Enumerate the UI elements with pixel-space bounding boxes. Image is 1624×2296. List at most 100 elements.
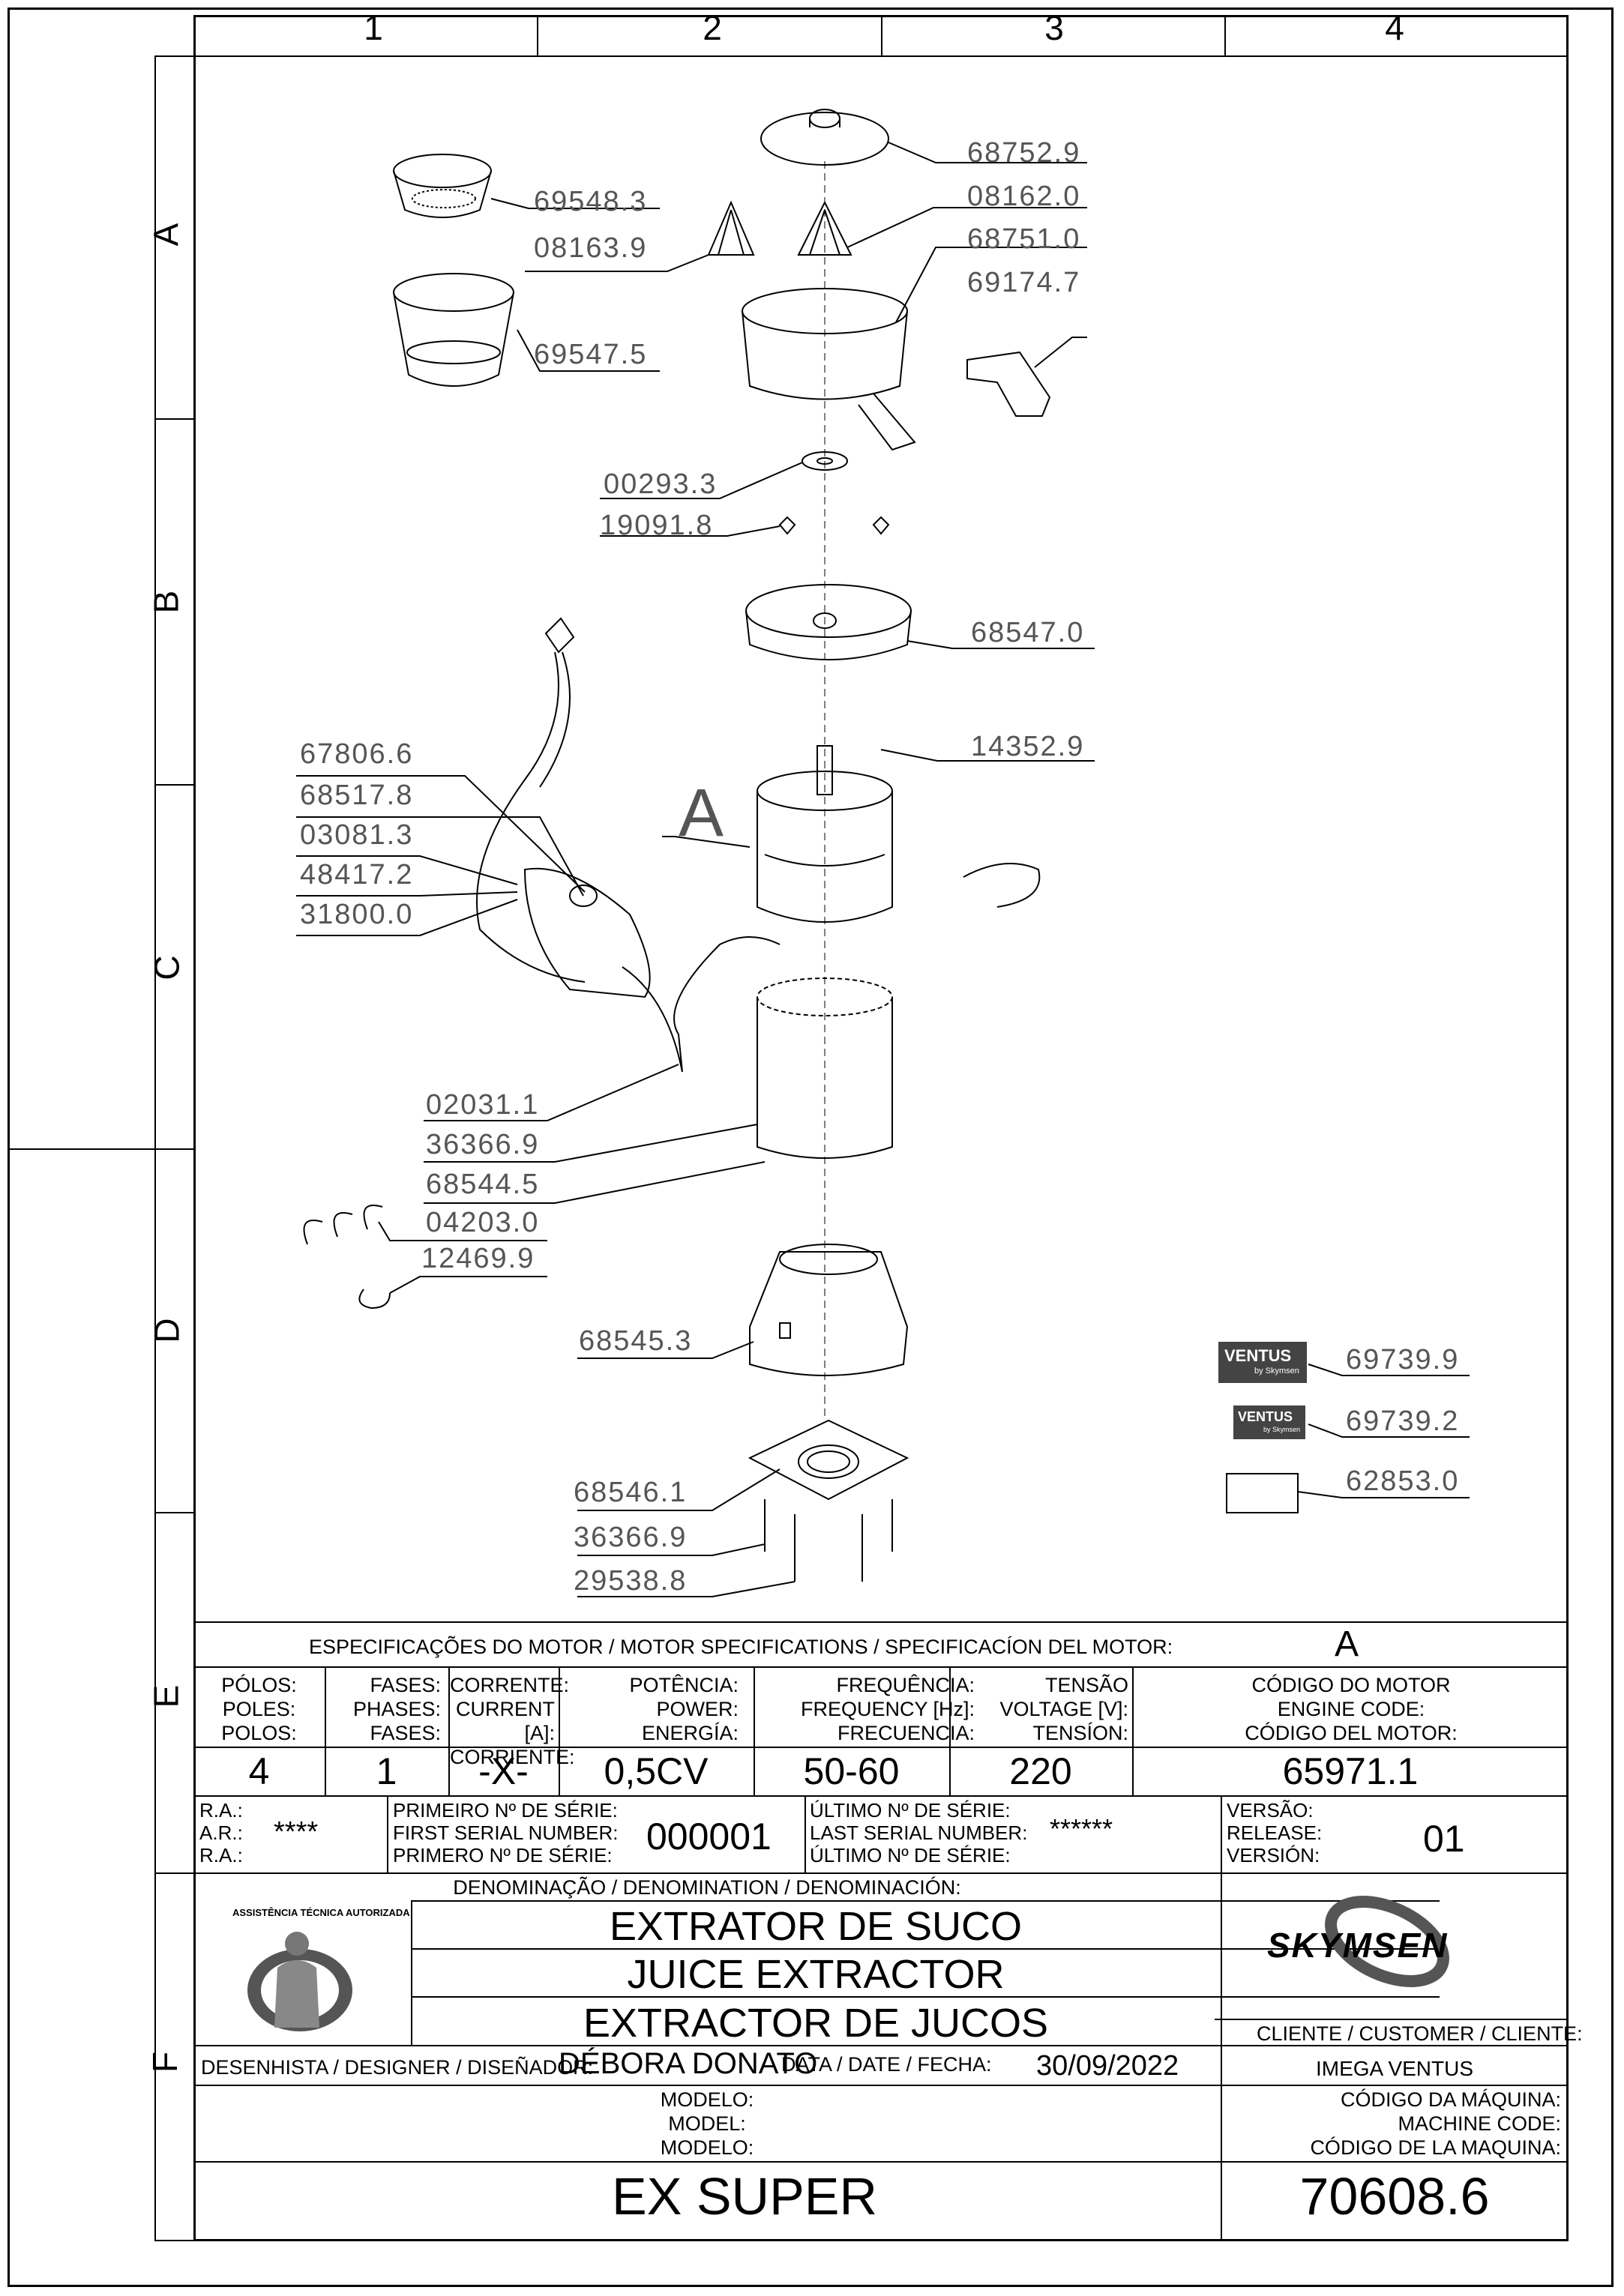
tray-part (745, 584, 912, 638)
logo-text: SKYMSEN (1267, 1926, 1449, 1965)
part-number: 68752.9 (967, 137, 1081, 169)
phases-label: FASES: PHASES: FASES: (325, 1673, 441, 1745)
column-label-2: 2 (703, 8, 722, 47)
poles-value: 4 (248, 1750, 270, 1792)
label-line: A.R.: (199, 1822, 243, 1844)
part-number: 68545.3 (579, 1325, 693, 1357)
label-line: MODEL: (668, 2112, 746, 2135)
label-line: FREQUÊNCIA: (836, 1674, 975, 1696)
part-number: 04203.0 (426, 1207, 540, 1238)
frequency-label: FREQUÊNCIA: FREQUENCY [Hz]: FRECUENCIA: (757, 1673, 975, 1745)
phases-value: 1 (376, 1750, 397, 1792)
technician-head (285, 1932, 309, 1956)
capacitor-part (963, 863, 1041, 908)
label-line: POLOS: (221, 1722, 297, 1744)
label-line: PRIMEIRO Nº DE SÉRIE: (393, 1799, 618, 1822)
label-line: POTÊNCIA: (629, 1674, 739, 1696)
ra-value: **** (274, 1816, 319, 1848)
label-line: VOLTAGE [V]: (999, 1698, 1128, 1720)
label-line: R.A.: (199, 1844, 243, 1866)
ventus-badge-small: VENTUS by Skymsen (1233, 1405, 1305, 1439)
sticker-part (1226, 1473, 1299, 1513)
part-number: 00293.3 (604, 468, 718, 500)
part-number: 62853.0 (1346, 1465, 1460, 1497)
ruler-tick (156, 1872, 193, 1874)
label-line: RELEASE: (1227, 1822, 1323, 1844)
denomination-label: DENOMINAÇÃO / DENOMINATION / DENOMINACIÓ… (453, 1876, 961, 1899)
part-number: 12469.9 (421, 1243, 535, 1274)
part-number: 67806.6 (300, 738, 414, 770)
ruler-tick (156, 784, 193, 786)
denomination-es: EXTRACTOR DE JUCOS (583, 2001, 1049, 2046)
part-number: 31800.0 (300, 899, 414, 930)
label-line: MODELO: (660, 2136, 754, 2159)
model-value: EX SUPER (612, 2167, 877, 2226)
part-number: 68546.1 (574, 1477, 688, 1508)
label-line: FRECUENCIA: (837, 1722, 975, 1744)
ruler-tick (1224, 15, 1226, 57)
last-serial-labels: ÚLTIMO Nº DE SÉRIE: LAST SERIAL NUMBER: … (810, 1799, 1027, 1866)
label-line: ENERGÍA: (641, 1722, 739, 1744)
engine-code-label: CÓDIGO DO MOTOR ENGINE CODE: CÓDIGO DEL … (1134, 1673, 1569, 1745)
release-labels: VERSÃO: RELEASE: VERSIÓN: (1227, 1799, 1322, 1866)
motor-spec-ref: A (1335, 1624, 1359, 1664)
label-line: LAST SERIAL NUMBER: (810, 1822, 1028, 1844)
part-number: 48417.2 (300, 859, 414, 891)
label-line: MACHINE CODE: (1398, 2112, 1561, 2135)
ruler-tick (881, 15, 882, 57)
cup-part (393, 273, 514, 312)
machine-code-labels: CÓDIGO DA MÁQUINA: MACHINE CODE: CÓDIGO … (1230, 2088, 1561, 2160)
power-label: POTÊNCIA: POWER: ENERGÍA: (559, 1673, 739, 1745)
power-value: 0,5CV (604, 1750, 709, 1792)
technician-body (274, 1960, 319, 2028)
last-serial-value: ****** (1050, 1813, 1113, 1844)
label-line: CÓDIGO DO MOTOR (1251, 1674, 1451, 1696)
label-line: TENSÍON: (1032, 1722, 1128, 1744)
machine-code-value: 70608.6 (1299, 2167, 1490, 2226)
part-number: 08162.0 (967, 181, 1081, 212)
label-line: TENSÃO (1044, 1674, 1128, 1696)
seal-text: ASSISTÊNCIA TÉCNICA AUTORIZADA (232, 1907, 410, 1918)
label-line: VERSÃO: (1227, 1799, 1314, 1822)
label-line: FIRST SERIAL NUMBER: (393, 1822, 619, 1844)
label-line: CORRIENTE: (450, 1746, 575, 1768)
part-number: 69739.9 (1346, 1344, 1460, 1376)
strainer-part (393, 154, 492, 188)
label-line: CURRENT [A]: (456, 1698, 555, 1744)
ruler-tick (7, 1148, 193, 1150)
ruler-tick (156, 1512, 193, 1513)
voltage-label: TENSÃO VOLTAGE [V]: TENSÍON: (975, 1673, 1128, 1745)
denomination-en: JUICE EXTRACTOR (627, 1952, 1005, 1997)
spout-part (966, 351, 1051, 417)
model-labels: MODELO: MODEL: MODELO: (193, 2088, 1221, 2160)
column-ruler-line (156, 55, 1569, 57)
voltage-value: 220 (1009, 1750, 1072, 1792)
label-line: ENGINE CODE: (1277, 1698, 1425, 1720)
authorized-service-seal: ASSISTÊNCIA TÉCNICA AUTORIZADA (225, 1907, 410, 2050)
designer-label: DESENHISTA / DESIGNER / DISEÑADOR: (201, 2056, 594, 2079)
engine-code-value: 65971.1 (1282, 1750, 1419, 1792)
outer-border (7, 7, 1614, 2287)
motor-callout-letter: A (679, 776, 724, 851)
first-serial-labels: PRIMEIRO Nº DE SÉRIE: FIRST SERIAL NUMBE… (393, 1799, 619, 1866)
label-line: R.A.: (199, 1799, 243, 1822)
badge-brand: VENTUS (1224, 1346, 1292, 1365)
lid-part (760, 112, 889, 166)
part-number: 68547.0 (971, 617, 1085, 648)
part-number: 02031.1 (426, 1089, 540, 1121)
part-number: 69547.5 (534, 339, 648, 370)
poles-label: PÓLOS: POLES: POLOS: (193, 1673, 325, 1745)
large-cone-part (797, 200, 852, 256)
label-line: CORRENTE: (450, 1674, 570, 1696)
logo-swoosh (1325, 1896, 1449, 1987)
label-line: POLES: (222, 1698, 296, 1720)
badge-sub: by Skymsen (1254, 1367, 1299, 1376)
label-line: PRIMERO Nº DE SÉRIE: (393, 1844, 613, 1866)
seal-graphic (247, 1932, 352, 2031)
first-serial-value: 000001 (646, 1816, 772, 1857)
label-line: ÚLTIMO Nº DE SÉRIE: (810, 1844, 1011, 1866)
date-label: DATA / DATE / FECHA: (781, 2053, 992, 2076)
label-line: POWER: (656, 1698, 739, 1720)
part-number: 68751.0 (967, 223, 1081, 255)
